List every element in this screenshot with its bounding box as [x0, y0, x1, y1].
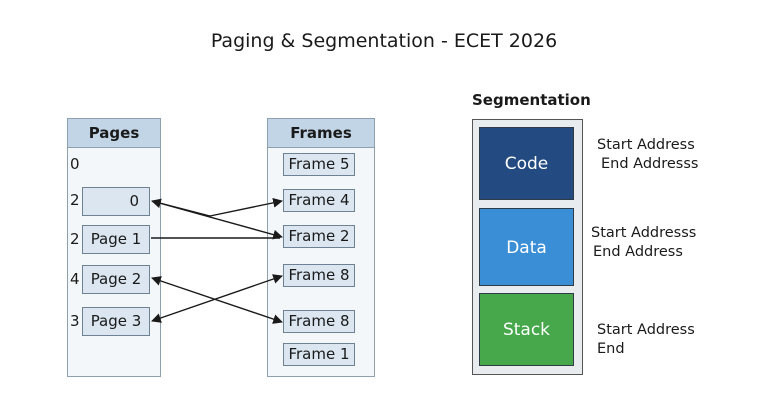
code-end-label: End Addresss	[601, 156, 699, 172]
segment-code: Code	[479, 127, 574, 200]
page-index: 2	[70, 191, 80, 209]
frame-entry-4: Frame 8	[283, 310, 355, 333]
stack-end-label: End	[597, 341, 625, 357]
page-index: 2	[70, 230, 80, 248]
frame-entry-2: Frame 2	[283, 225, 355, 248]
page-entry-1: Page 1	[82, 225, 150, 254]
page-entry-3: Page 3	[82, 307, 150, 336]
page-entry-2: Page 2	[82, 265, 150, 294]
frames-header: Frames	[268, 119, 374, 148]
frame-entry-3: Frame 8	[283, 264, 355, 287]
arrow-page3-to-frame8-upper	[151, 274, 283, 323]
page-index: 4	[70, 270, 80, 288]
data-end-label: End Address	[593, 244, 683, 260]
code-start-label: Start Address	[597, 137, 695, 153]
page-entry-0: 0	[82, 187, 150, 216]
frame-entry-5: Frame 1	[283, 343, 355, 366]
segment-stack: Stack	[479, 293, 574, 366]
segment-data: Data	[479, 208, 574, 286]
diagram-title: Paging & Segmentation - ECET 2026	[210, 30, 558, 52]
arrow-0-to-frame4	[209, 198, 283, 217]
page-index: 0	[70, 155, 80, 173]
page-index: 3	[70, 312, 80, 330]
stack-start-label: Start Address	[597, 322, 695, 338]
segmentation-title: Segmentation	[472, 91, 591, 109]
pages-header: Pages	[68, 119, 160, 148]
data-start-label: Start Addresss	[591, 225, 697, 241]
arrow-page2-to-frame8-lower	[151, 276, 283, 324]
arrow-0-from-frame4	[151, 200, 211, 217]
frame-entry-1: Frame 4	[283, 189, 355, 212]
frame-entry-0: Frame 5	[283, 153, 355, 176]
